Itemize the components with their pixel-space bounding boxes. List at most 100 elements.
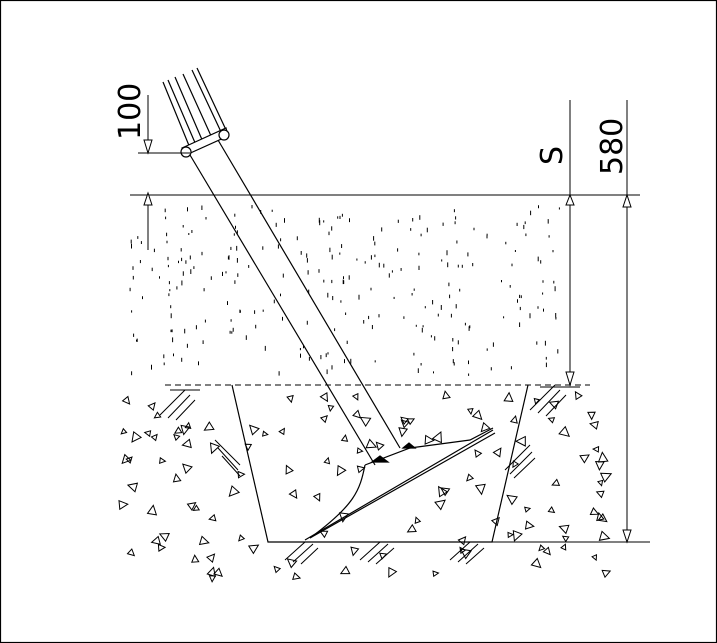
gravel-mark xyxy=(247,544,260,555)
gravel-mark xyxy=(351,392,359,401)
gravel-mark xyxy=(457,536,467,546)
gravel-mark xyxy=(424,434,435,445)
gravel-mark xyxy=(327,404,335,413)
gravel-mark xyxy=(286,558,298,569)
gravel-mark xyxy=(121,395,131,405)
gravel-mark xyxy=(191,554,200,563)
gravel-mark xyxy=(589,507,600,516)
gravel-mark xyxy=(286,394,294,404)
gravel-mark xyxy=(126,482,139,493)
gravel-mark xyxy=(533,397,541,405)
gravel-mark xyxy=(153,411,162,419)
gravel-mark xyxy=(466,473,475,482)
gravel-mark xyxy=(319,530,329,539)
gravel-mark xyxy=(359,416,372,428)
gravel-mark xyxy=(587,411,596,421)
gravel-mark xyxy=(398,427,409,438)
gravel-mark xyxy=(285,464,294,475)
gravel-mark xyxy=(558,524,570,535)
gravel-mark xyxy=(596,479,604,487)
earth-hatch xyxy=(159,384,580,565)
dimension-100-label: 100 xyxy=(113,83,148,140)
gravel-mark xyxy=(186,502,197,512)
gravel-mark xyxy=(173,433,181,442)
gravel-aggregate xyxy=(118,390,613,583)
gravel-mark xyxy=(530,557,542,569)
gravel-mark xyxy=(288,489,298,500)
gravel-mark xyxy=(434,499,446,511)
gravel-mark xyxy=(438,485,449,498)
anchor-rod xyxy=(189,139,401,466)
dimension-580-label: 580 xyxy=(595,118,630,175)
gravel-mark xyxy=(601,569,612,579)
gravel-mark xyxy=(365,438,378,449)
gravel-mark xyxy=(512,529,523,542)
gravel-mark xyxy=(439,487,451,497)
gravel-mark xyxy=(509,415,518,424)
gravel-mark xyxy=(558,425,571,438)
gravel-mark xyxy=(591,554,598,562)
gravel-mark xyxy=(356,465,366,474)
gravel-mark xyxy=(594,460,605,471)
gravel-mark xyxy=(323,456,331,465)
gravel-mark xyxy=(143,430,152,438)
gravel-mark xyxy=(542,546,551,556)
gravel-mark xyxy=(340,434,349,442)
gravel-mark xyxy=(228,485,241,498)
gravel-mark xyxy=(596,511,605,522)
gravel-mark xyxy=(125,456,133,464)
gravel-mark xyxy=(248,424,260,436)
gravel-mark xyxy=(506,494,518,506)
gravel-mark xyxy=(442,390,451,400)
gravel-mark xyxy=(431,431,442,444)
gravel-mark xyxy=(159,456,167,465)
gravel-mark xyxy=(312,492,321,502)
gravel-mark xyxy=(278,427,285,436)
gravel-mark xyxy=(480,421,491,433)
gravel-mark xyxy=(400,416,410,425)
gravel-mark xyxy=(579,454,590,464)
gravel-mark xyxy=(574,390,583,401)
gravel-mark xyxy=(375,441,385,451)
gravel-mark xyxy=(514,435,526,447)
gravel-mark xyxy=(212,567,223,577)
gravel-mark xyxy=(157,543,167,552)
gravel-mark xyxy=(339,565,351,575)
gravel-mark xyxy=(547,417,556,424)
gravel-mark xyxy=(598,530,611,541)
gravel-mark xyxy=(206,566,216,578)
gravel-mark xyxy=(561,535,570,543)
gravel-mark xyxy=(182,463,193,475)
gravel-mark xyxy=(208,513,217,522)
gravel-mark xyxy=(547,506,556,514)
gravel-mark xyxy=(350,546,360,557)
gravel-mark xyxy=(595,490,605,499)
gravel-mark xyxy=(158,532,171,543)
dimension-s-label: S xyxy=(535,146,570,165)
gravel-mark xyxy=(388,566,398,578)
gravel-mark xyxy=(512,460,520,469)
gravel-mark xyxy=(352,409,362,419)
gravel-mark xyxy=(524,506,532,513)
gravel-mark xyxy=(538,544,546,552)
gravel-mark xyxy=(560,543,567,551)
gravel-mark xyxy=(238,534,246,542)
gravel-mark xyxy=(173,426,183,434)
gravel-mark xyxy=(126,548,136,557)
gravel-mark xyxy=(180,424,191,436)
gravel-mark xyxy=(203,421,215,431)
gravel-mark xyxy=(184,421,192,430)
gravel-mark xyxy=(503,391,514,402)
gravel-mark xyxy=(292,572,302,581)
gravel-mark xyxy=(507,531,515,539)
dimension-580 xyxy=(622,100,632,544)
gravel-mark xyxy=(261,430,269,437)
gravel-mark xyxy=(147,402,156,412)
gravel-mark xyxy=(432,570,440,578)
gravel-mark xyxy=(474,449,483,458)
gravel-mark xyxy=(524,520,535,530)
gravel-mark xyxy=(181,438,192,449)
gravel-mark xyxy=(205,553,216,564)
